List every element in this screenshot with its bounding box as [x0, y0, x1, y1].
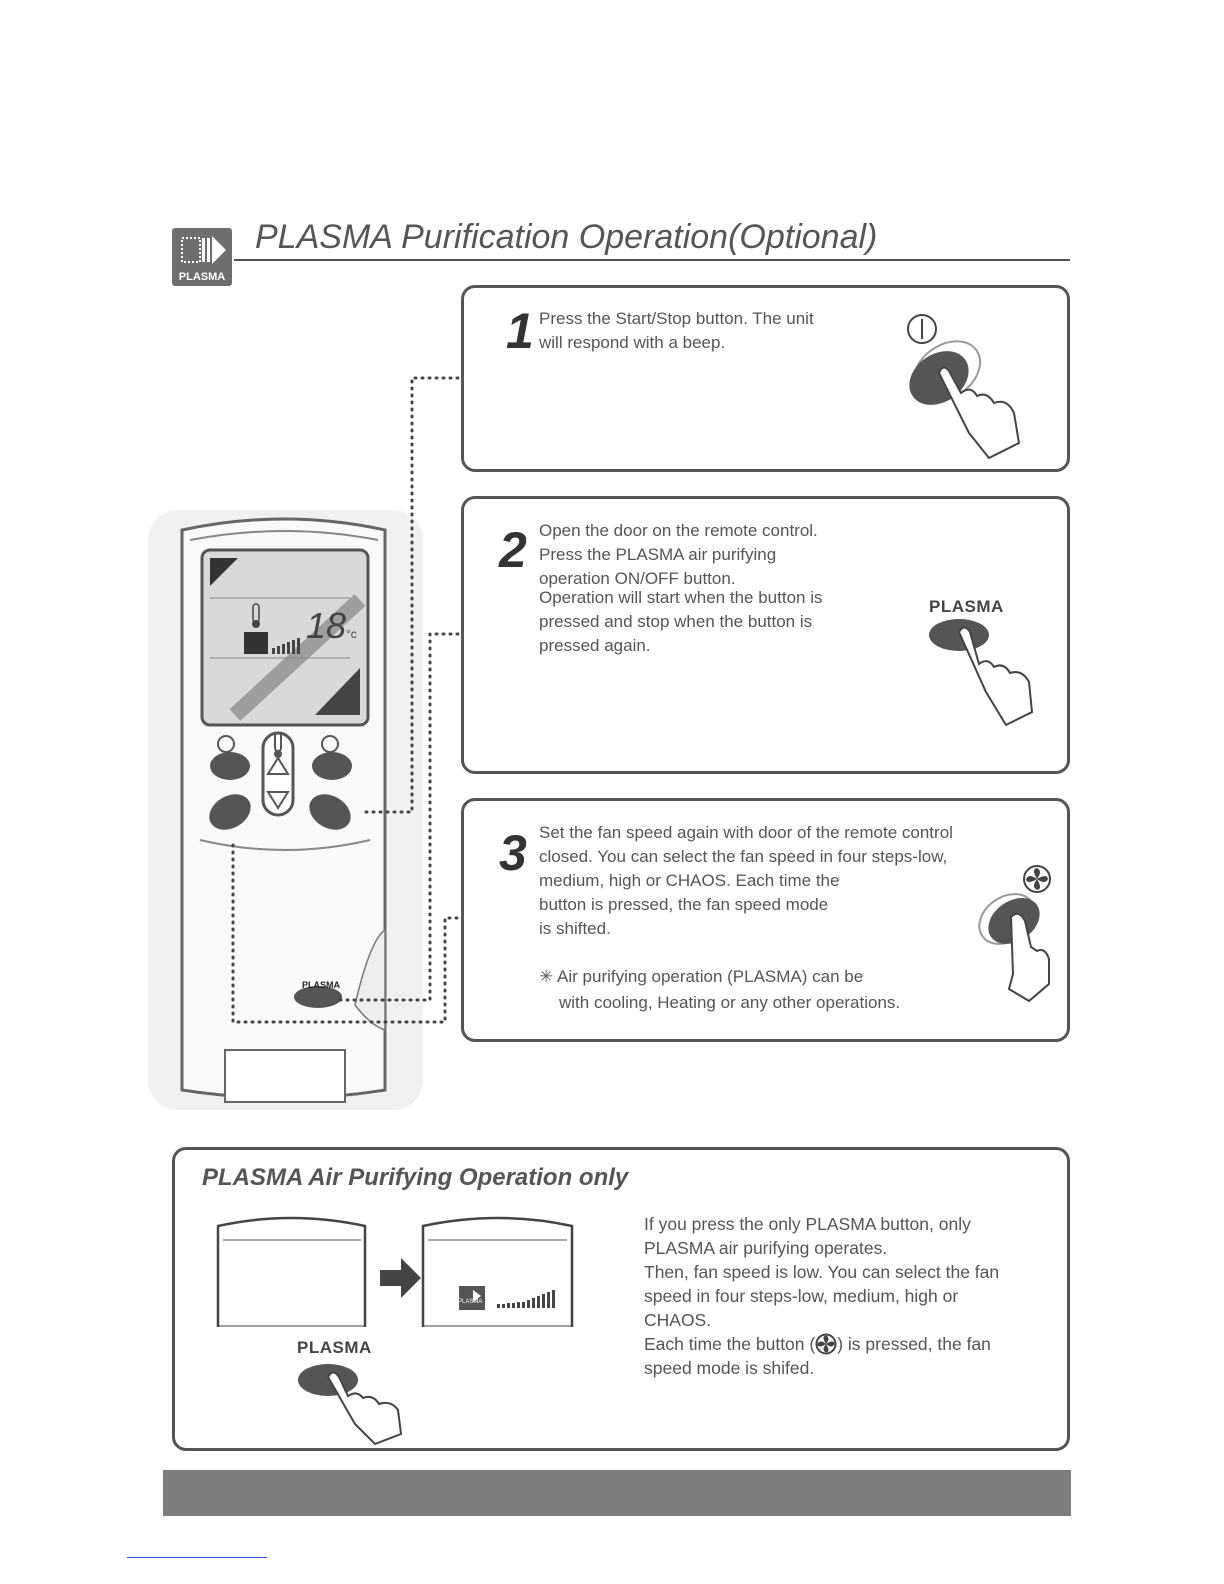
step-1-text: Press the Start/Stop button. The unit wi…: [539, 309, 814, 352]
remote-display-temp: 18: [306, 605, 346, 646]
plasma-display-icon: [459, 1286, 485, 1310]
fan-mode-icon: [217, 735, 235, 753]
arrow-right-icon: [380, 1258, 421, 1298]
step-2-text: Open the door on the remote control. Pre…: [539, 521, 823, 655]
step-3-number: 3: [499, 825, 527, 881]
footer-link-underline[interactable]: [127, 1557, 267, 1558]
step-2-number: 2: [499, 522, 527, 578]
start-stop-button-hand-illustration: [907, 314, 1021, 460]
plasma-only-panel: PLASMA Air Purifying Operation only PLAS…: [172, 1147, 1070, 1451]
fan-speed-bars: [497, 1290, 555, 1308]
step-3-box: 3 Set the fan speed again with door of t…: [461, 798, 1070, 1042]
plasma-display-icon-label: PLASMA: [458, 1299, 483, 1305]
swing-icon: [321, 735, 339, 753]
remote-door-plasma-label: PLASMA: [302, 980, 341, 990]
fan-icon: [815, 1333, 837, 1355]
step-2-box: 2 Open the door on the remote control. P…: [461, 496, 1070, 774]
remote-control: 18 °c PLASMA: [140, 500, 430, 1120]
display-comparison: [216, 1216, 574, 1327]
plasma-header-icon: PLASMA: [172, 228, 232, 286]
step-3-text: Set the fan speed again with door of the…: [539, 823, 953, 938]
plasma-button-hand-illustration: [929, 619, 1034, 727]
fan-icon: [1023, 865, 1051, 893]
page-title: PLASMA Purification Operation(Optional): [255, 218, 878, 256]
step-1-number: 1: [506, 303, 534, 359]
plasma-only-button-hand-illustration: [298, 1364, 403, 1446]
plasma-only-title: PLASMA Air Purifying Operation only: [202, 1164, 629, 1191]
step-1-box: 1 Press the Start/Stop button. The unit …: [461, 285, 1070, 472]
plasma-only-description: If you press the only PLASMA button, onl…: [644, 1214, 1000, 1378]
remote-display-unit: °c: [346, 627, 357, 641]
footer-bar: [163, 1470, 1071, 1516]
header-rule: [234, 259, 1070, 261]
plasma-header-icon-label: PLASMA: [178, 271, 226, 283]
step-2-plasma-label: PLASMA: [929, 597, 1004, 616]
fan-button-hand-illustration: [978, 865, 1051, 1003]
plasma-only-button-label: PLASMA: [297, 1338, 372, 1357]
step-3-note: ✳ Air purifying operation (PLASMA) can b…: [539, 967, 901, 1012]
